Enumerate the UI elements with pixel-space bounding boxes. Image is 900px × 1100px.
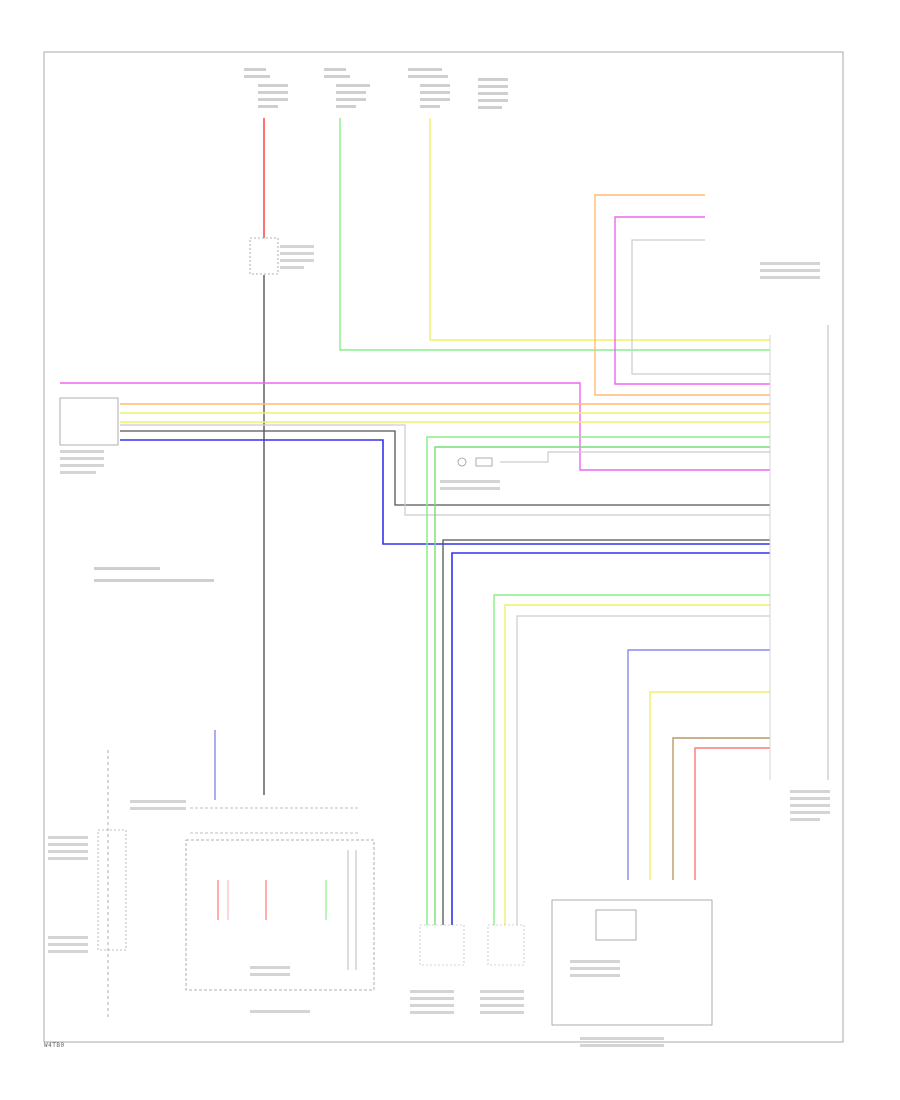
- wire-green-top: [339, 118, 770, 351]
- top-right-label: [760, 262, 820, 279]
- diagram-frame: [43, 51, 844, 1043]
- notes-legend: [94, 567, 214, 582]
- wire-red-right: [694, 747, 770, 880]
- wire-pink-bus: [60, 382, 770, 471]
- wire-yellow-top: [429, 118, 770, 341]
- wire-brown-right: [672, 737, 770, 880]
- wire-blue-mid: [451, 552, 770, 925]
- left-component: [59, 397, 119, 474]
- wire-gray-low: [516, 615, 770, 925]
- right-connector-column: [769, 325, 829, 780]
- lower-connector-1: [410, 924, 465, 1014]
- wire-green-mid-1: [426, 436, 770, 925]
- wire-yellow-right: [649, 691, 770, 880]
- right-component-label: [790, 790, 830, 821]
- wire-black-mid: [442, 539, 770, 925]
- top-source-labels: [244, 68, 508, 109]
- wire-green-low: [493, 594, 770, 925]
- wire-blue-bus: [120, 439, 770, 545]
- wire-gray-bus: [120, 424, 770, 516]
- lower-left-block: [48, 750, 127, 1020]
- relay-box-top: [249, 237, 314, 275]
- diagram-code: W4TB0: [44, 1042, 65, 1049]
- wire-blue-right: [627, 649, 770, 880]
- sensor-component: [440, 457, 500, 490]
- wire-black-bus: [120, 430, 770, 506]
- junction-connector: [130, 800, 360, 834]
- wire-pink-top-right: [614, 216, 770, 385]
- switch-module: [185, 839, 375, 1013]
- bottom-right-component: [551, 899, 713, 1047]
- lower-connector-2: [480, 924, 525, 1014]
- wire-yellow-low: [504, 604, 770, 925]
- wire-green-mid-2: [434, 446, 770, 925]
- wire-gray-top-right: [631, 239, 770, 375]
- wire-orange-top-right: [594, 194, 770, 396]
- wire-gray-sensor: [500, 451, 770, 463]
